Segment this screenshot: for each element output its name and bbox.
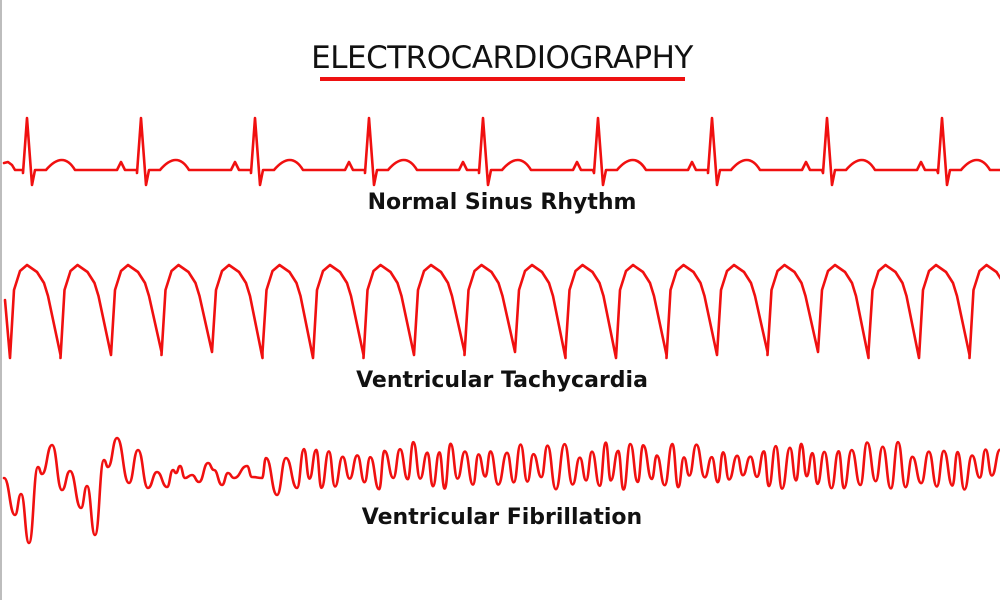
ventricular-tachycardia-label: Ventricular Tachycardia: [356, 368, 648, 393]
diagram-title: ELECTROCARDIOGRAPHY: [311, 40, 693, 76]
title-underline: [320, 77, 685, 81]
normal-sinus-rhythm-trace: [2, 116, 1000, 187]
ventricular-tachycardia-trace: [3, 263, 1000, 360]
ventricular-fibrillation-label: Ventricular Fibrillation: [361, 505, 643, 530]
ventricular-fibrillation-trace: [2, 436, 1000, 545]
normal-sinus-rhythm-label: Normal Sinus Rhythm: [367, 190, 637, 215]
